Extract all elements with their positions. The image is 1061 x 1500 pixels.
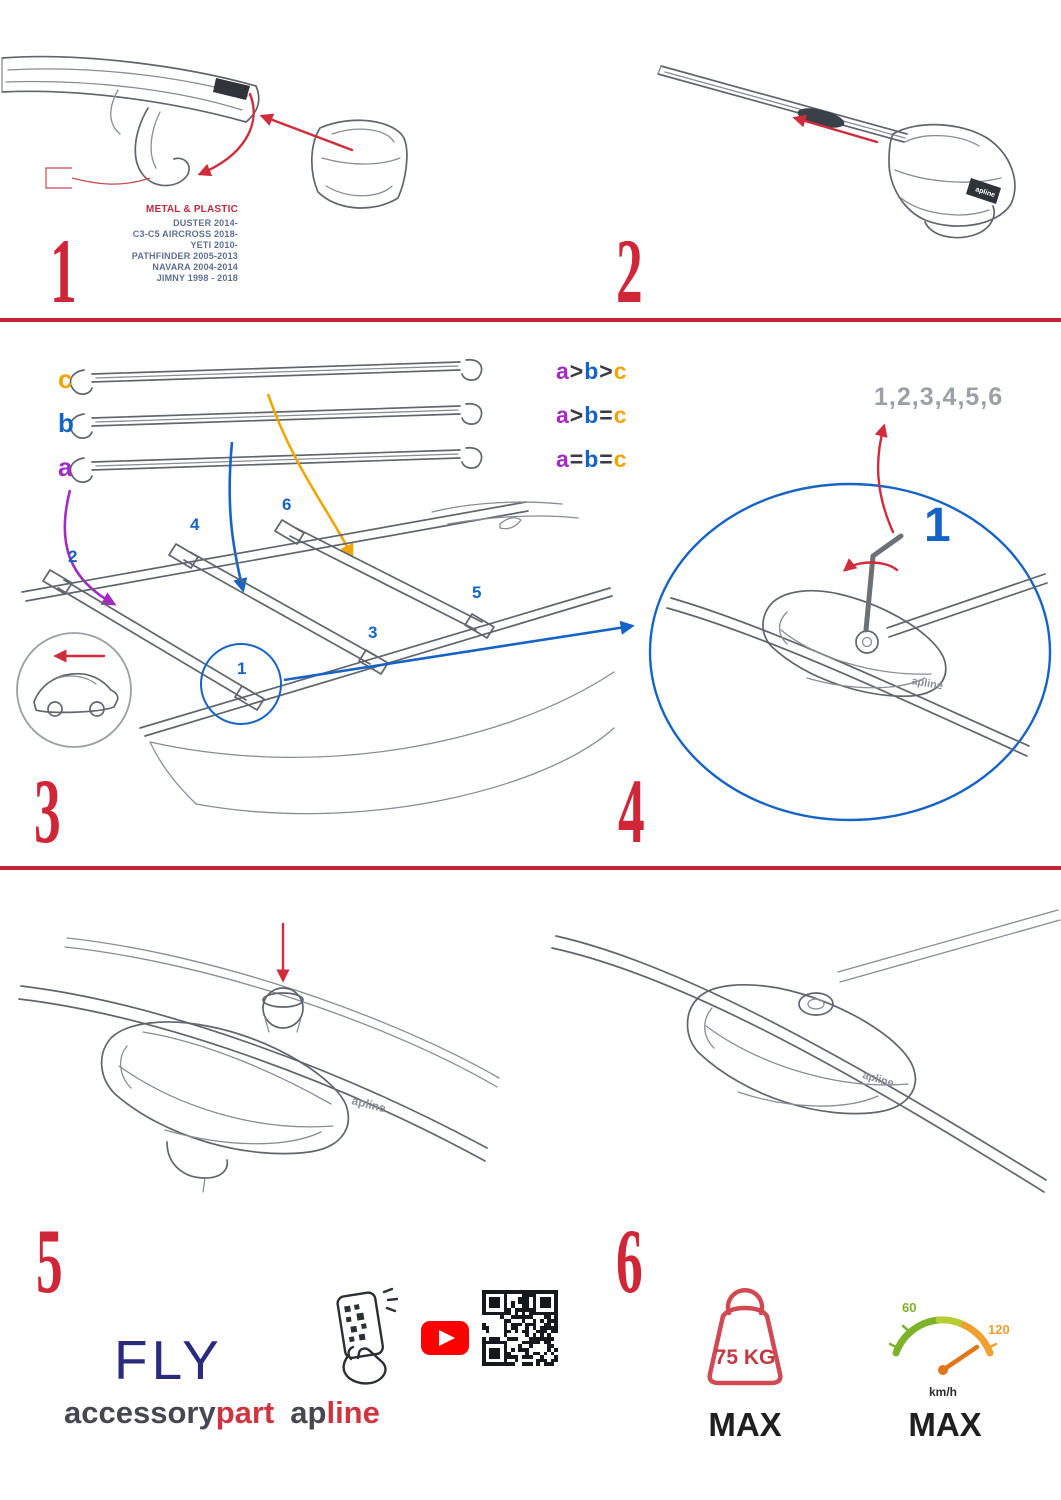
clamp-path-arrow	[197, 92, 255, 177]
bar-label-a: a	[58, 452, 73, 482]
tighten-sequence: 1,2,3,4,5,6	[874, 383, 1004, 411]
crossbar-drawing	[657, 65, 908, 143]
bar-length-legend: a>b>c a>b=c a=b=c	[556, 358, 628, 490]
allen-key-icon	[863, 533, 904, 633]
roof-position-3: 3	[368, 623, 377, 642]
step-5-number: 5	[36, 1210, 63, 1312]
slide-in-arrow	[792, 114, 879, 144]
apline-badge	[213, 78, 250, 100]
max-load-value: 75 KG	[715, 1346, 776, 1369]
bar-b-drawing	[69, 402, 483, 439]
wordmark-ap: ap	[290, 1395, 327, 1430]
apline-logo-text: apline	[910, 675, 943, 692]
section-divider	[0, 318, 1061, 322]
rotate-arrow	[842, 558, 899, 572]
speed-unit: km/h	[929, 1385, 957, 1399]
bar-c-drawing	[69, 358, 483, 395]
clamp-hook-drawing	[110, 89, 190, 187]
rail-lines	[551, 909, 1061, 1193]
guide-arrow-b	[228, 441, 248, 593]
cover-attach-arrow	[259, 113, 354, 152]
zoom-callout-arrow	[283, 620, 635, 682]
crossbar-end-drawing	[1, 55, 260, 123]
step2-bar-foot-illustration: apline	[657, 65, 1016, 239]
roof-position-1: 1	[237, 659, 246, 678]
compat-model: C3-C5 AIRCROSS 2018-	[132, 229, 238, 239]
compat-model: DUSTER 2014-	[173, 218, 238, 228]
wordmark-line: line	[326, 1395, 380, 1430]
apline-logo-text: apline	[861, 1069, 895, 1089]
leader-line	[71, 177, 151, 185]
max-speed-gauge-icon: 60 120 km/h	[888, 1300, 1010, 1399]
compat-model: PATHFINDER 2005-2013	[131, 251, 238, 261]
step1-clamp-cover-illustration	[1, 55, 408, 209]
legend-row-2: a>b=c	[556, 402, 628, 428]
step-3-number: 3	[34, 760, 61, 862]
wordmark-accessory: accessory	[64, 1395, 216, 1430]
plastic-cover-drawing	[310, 119, 408, 209]
bar-slot	[797, 108, 845, 128]
step6-finished-illustration: apline	[551, 909, 1061, 1193]
leader-bracket	[45, 167, 72, 189]
scan-qr-phone-icon	[336, 1287, 399, 1385]
compatibility-list: METAL & PLASTIC DUSTER 2014- C3-C5 AIRCR…	[88, 204, 238, 284]
roof-position-6: 6	[282, 495, 291, 514]
product-name: FLY	[114, 1329, 223, 1391]
bar-label-c: c	[58, 364, 72, 394]
car-direction-inset	[16, 632, 132, 748]
bar-label-b: b	[58, 408, 74, 438]
foot-drawing: apline	[888, 123, 1016, 239]
position-1-highlight-circle	[200, 643, 282, 725]
roof-crossbars-drawing	[42, 519, 495, 711]
max-load-weight-icon: 75 KG	[707, 1288, 783, 1386]
roof-position-4: 4	[190, 515, 200, 534]
step5-press-cap-illustration: apline	[18, 922, 500, 1193]
step-1-number: 1	[50, 220, 77, 322]
bar-a-drawing	[69, 446, 483, 483]
step4-tighten-illustration: apline	[648, 423, 1052, 822]
zoom-circle	[648, 482, 1052, 822]
step-4-number: 4	[618, 760, 645, 862]
speed-tick-high: 120	[988, 1322, 1010, 1337]
guide-arrow-c	[266, 393, 354, 559]
roof-position-2: 2	[68, 547, 77, 566]
clamp-detail-drawing: apline	[762, 589, 947, 697]
material-label: METAL & PLASTIC	[145, 204, 238, 215]
guide-arrow-a	[63, 489, 117, 606]
speed-tick-low: 60	[902, 1300, 916, 1315]
legend-row-1: a>b>c	[556, 358, 628, 384]
step3-roof-layout-illustration: c b a 2 4 6 1	[16, 358, 635, 815]
apline-badge	[966, 178, 1001, 204]
rail-lines	[18, 937, 500, 1162]
phone-qr-pixels	[344, 1304, 367, 1343]
section-divider	[0, 866, 1061, 870]
compat-model: YETI 2010-	[190, 240, 238, 250]
legend-row-3: a=b=c	[556, 446, 628, 472]
step-6-number: 6	[616, 1210, 643, 1312]
wordmark-part: part	[215, 1395, 275, 1430]
youtube-icon	[421, 1321, 469, 1355]
rail-and-bar-lines	[666, 573, 1048, 757]
compat-model: JIMNY 1998 - 2018	[156, 273, 238, 283]
sequence-pointer-arrow	[874, 423, 895, 534]
step-2-number: 2	[616, 220, 643, 322]
qr-code	[482, 1290, 558, 1366]
gauge-needle	[940, 1344, 980, 1373]
clamp-with-knob-drawing: apline	[100, 987, 388, 1193]
car-body-lines	[149, 501, 615, 815]
compat-model: NAVARA 2004-2014	[152, 262, 238, 272]
max-speed-label: MAX	[908, 1406, 982, 1443]
step-ref-number: 1	[924, 499, 951, 552]
roof-position-5: 5	[472, 583, 481, 602]
max-load-label: MAX	[708, 1406, 782, 1443]
